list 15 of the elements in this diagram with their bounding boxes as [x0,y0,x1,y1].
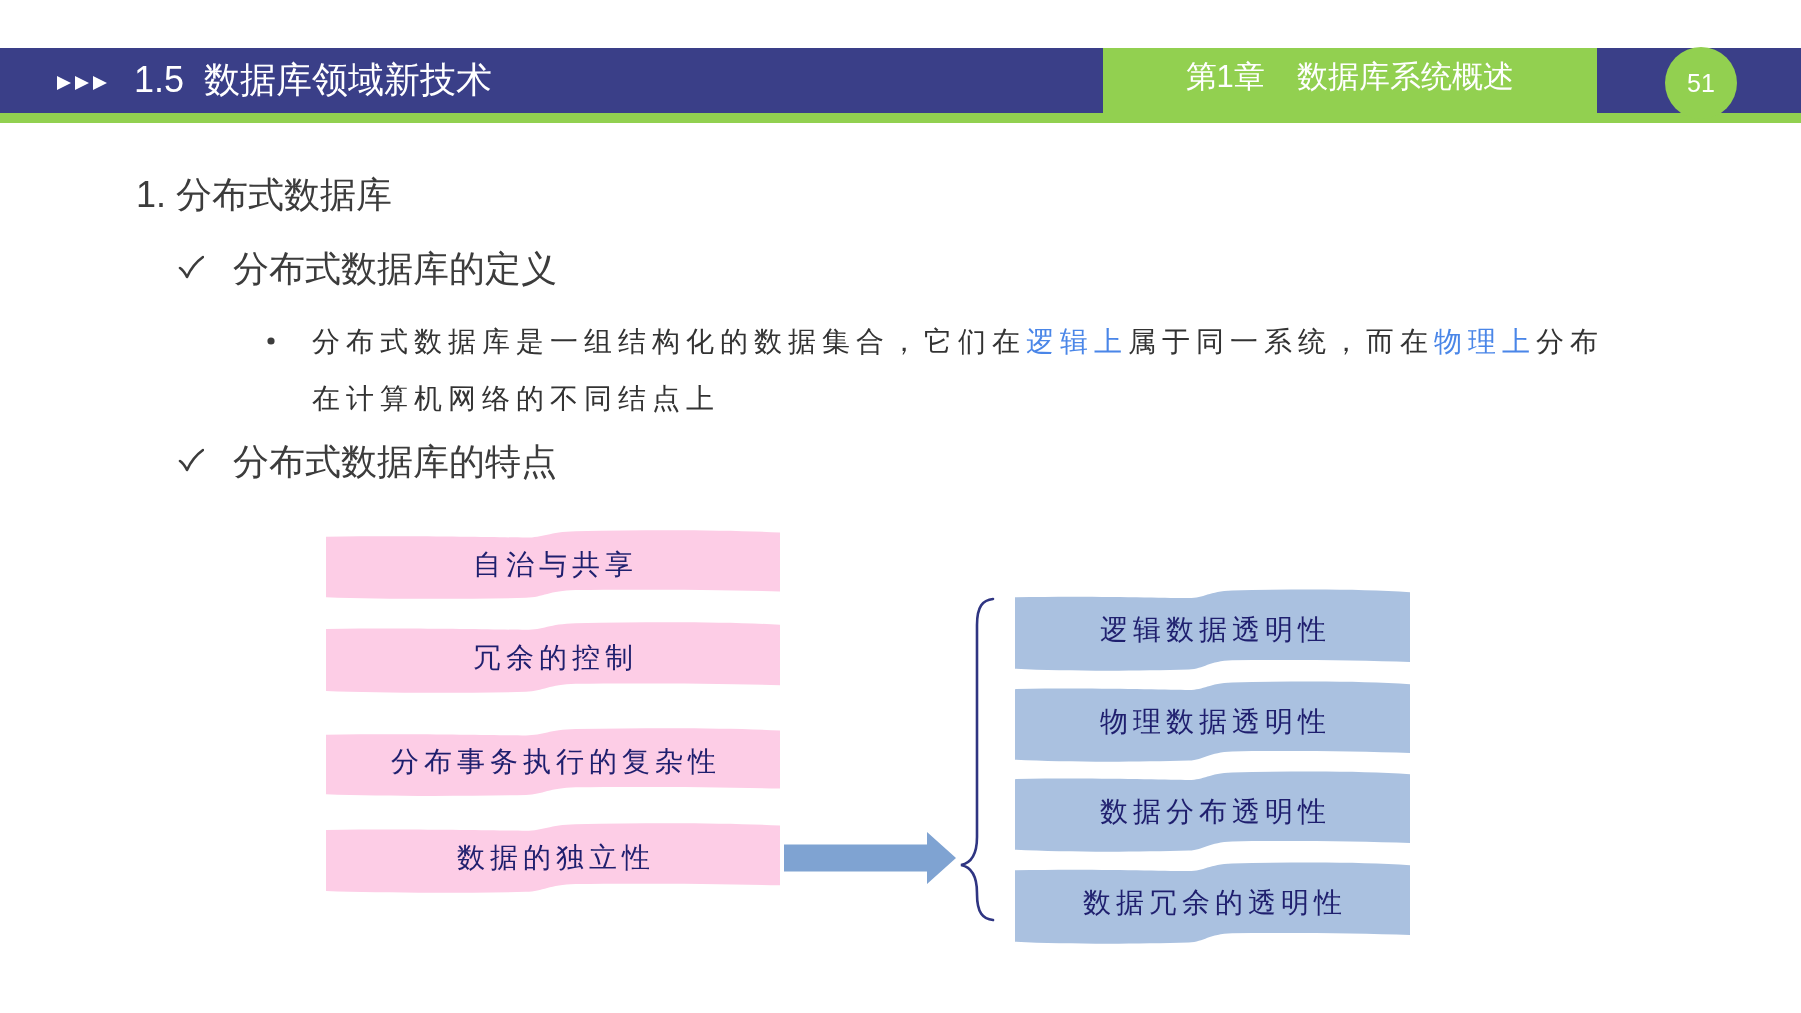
ribbon-banner: 自治与共享 [326,529,780,600]
ribbon-banner: 数据分布透明性 [1015,770,1410,853]
ribbon-banner: 逻辑数据透明性 [1015,588,1410,672]
ribbon-banner: 物理数据透明性 [1015,680,1410,763]
block-arrow [784,832,956,884]
curly-brace [959,597,995,922]
section-heading: 1. 分布式数据库 [136,175,393,215]
subheading: 分布式数据库的定义 [233,249,557,289]
ribbon-banner: 数据冗余的透明性 [1015,861,1410,945]
paragraph: 分布式数据库是一组结构化的数据集合，它们在逻辑上属于同一系统，而在物理上分布在计算机网络的不同结点上 [312,324,1605,417]
ribbon-banner: 分布事务执行的复杂性 [326,727,780,797]
ribbon-banner: 冗余的控制 [326,621,780,694]
slide-title: 1.5 数据库领域新技术 [134,59,493,101]
ribbon-banner: 数据的独立性 [326,822,780,894]
subheading: 分布式数据库的特点 [233,442,557,482]
